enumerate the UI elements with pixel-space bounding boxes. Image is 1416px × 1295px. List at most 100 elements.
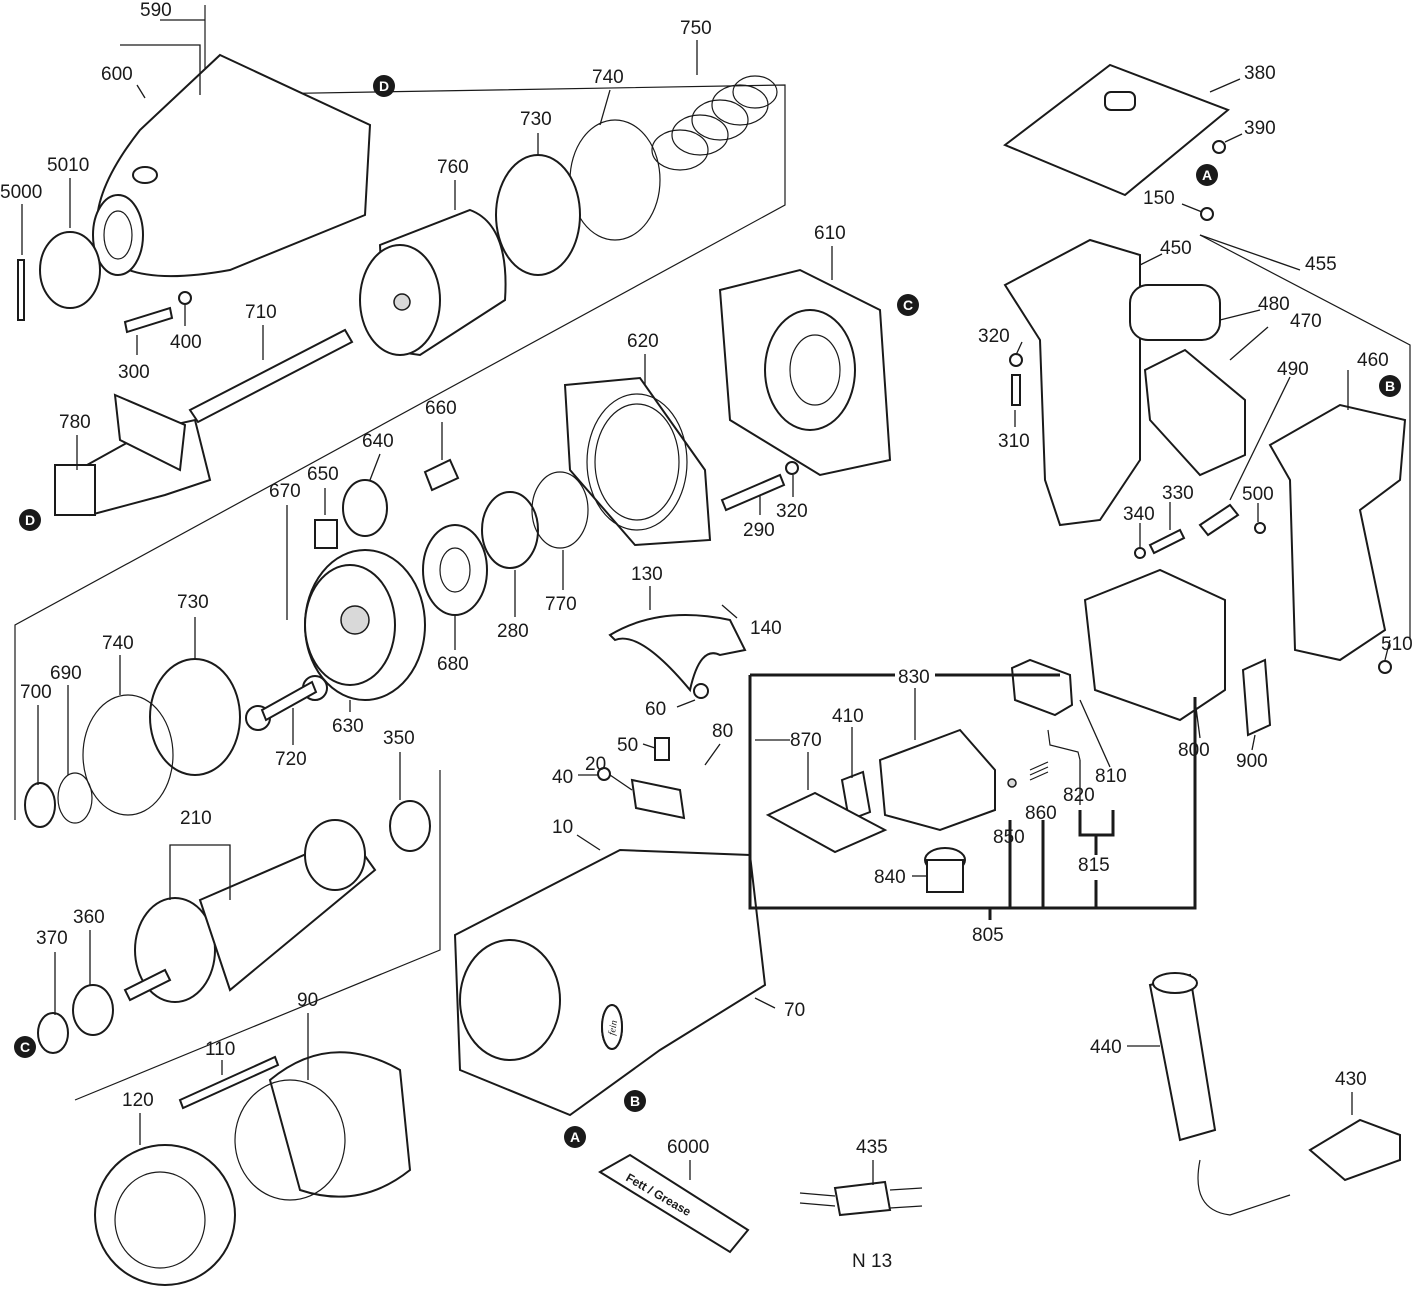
label-850: 850 (993, 827, 1025, 848)
gear-housing-part (92, 53, 372, 278)
screw-330-part (1148, 528, 1186, 555)
electronics-module-part (878, 728, 996, 832)
label-290: 290 (743, 520, 775, 541)
label-150: 150 (1143, 188, 1175, 209)
label-840: 840 (874, 867, 906, 888)
washer-320b-part (1009, 353, 1023, 367)
screw-60-part (693, 683, 709, 699)
marker-d-left: D (19, 509, 41, 531)
label-450: 450 (1160, 238, 1192, 259)
insulating-foil-part (1241, 658, 1272, 737)
handle-half-part (1003, 238, 1141, 527)
label-810: 810 (1095, 766, 1127, 787)
washer-320-part (785, 461, 799, 475)
screw-300-part (123, 306, 174, 334)
label-740-top: 740 (592, 67, 624, 88)
bearing-flange-part (718, 268, 892, 477)
screw-40-part (597, 767, 611, 781)
retaining-ring-740b-part (82, 694, 174, 816)
mains-plug-part (1308, 1118, 1401, 1182)
label-620: 620 (627, 331, 659, 352)
label-780: 780 (59, 412, 91, 433)
washer-400-part (178, 291, 192, 305)
svg-text:C: C (20, 1039, 30, 1055)
ball-bearing-680-part (422, 524, 488, 616)
brush-holder-part (630, 778, 686, 820)
label-120: 120 (122, 1090, 154, 1111)
screw-500-part (1254, 522, 1266, 534)
carbon-brush-part (654, 737, 670, 761)
label-340: 340 (1123, 504, 1155, 525)
planet-carrier-part (304, 549, 426, 701)
label-300: 300 (118, 362, 150, 383)
marker-b-bottom: B (624, 1090, 646, 1112)
label-5000: 5000 (0, 182, 42, 203)
brand-logo: fein (601, 1004, 623, 1050)
leader-lines (21, 19, 1391, 1185)
label-430: 430 (1335, 1069, 1367, 1090)
label-380: 380 (1244, 63, 1276, 84)
label-590: 590 (140, 0, 172, 21)
svg-text:A: A (1202, 167, 1212, 183)
o-ring-770-part (531, 471, 589, 549)
label-630: 630 (332, 716, 364, 737)
screw-510-part (1378, 660, 1392, 674)
label-720: 720 (275, 749, 307, 770)
label-710: 710 (245, 302, 277, 323)
svg-text:D: D (379, 78, 389, 94)
insulating-plate-part (765, 791, 888, 854)
label-650: 650 (307, 464, 339, 485)
label-70: 70 (784, 1000, 805, 1021)
marker-d-top: D (373, 75, 395, 97)
label-820: 820 (1063, 785, 1095, 806)
armature-part (123, 819, 377, 1003)
svg-text:B: B (630, 1093, 640, 1109)
field-coil-part (234, 1051, 412, 1201)
ball-ring-part (57, 772, 93, 824)
retaining-ring-part (569, 119, 661, 241)
bearing-370-part (37, 1012, 69, 1054)
label-670: 670 (269, 481, 301, 502)
label-455: 455 (1305, 254, 1337, 275)
switch-housing-part (1083, 568, 1226, 722)
screw-150-part (1200, 207, 1214, 221)
label-500: 500 (1242, 484, 1274, 505)
o-ring-part (39, 231, 101, 309)
label-490: 490 (1277, 359, 1309, 380)
model-label: N 13 (852, 1251, 892, 1272)
label-460: 460 (1357, 350, 1389, 371)
ring-gear-part (563, 376, 712, 547)
label-870: 870 (790, 730, 822, 751)
label-80: 80 (712, 721, 733, 742)
label-510: 510 (1381, 634, 1413, 655)
label-680: 680 (437, 654, 469, 675)
ball-bearing-360-part (72, 984, 114, 1036)
us-plug-part (799, 1180, 923, 1217)
heat-sink-410-part (840, 770, 872, 822)
label-60: 60 (645, 699, 666, 720)
marker-a-bottom: A (564, 1126, 586, 1148)
label-660: 660 (425, 398, 457, 419)
ball-bearing-350-part (389, 800, 431, 852)
label-320-right: 320 (978, 326, 1010, 347)
shaft-part (188, 328, 354, 424)
mains-cable-part (1197, 1159, 1291, 1216)
cable-sleeve-part (1148, 972, 1217, 1142)
screw-110-part (178, 1055, 280, 1110)
label-40: 40 (552, 767, 573, 788)
label-760: 760 (437, 157, 469, 178)
seal-part (24, 782, 56, 828)
label-730-left: 730 (177, 592, 209, 613)
label-390: 390 (1244, 118, 1276, 139)
washer-340-part (1134, 547, 1146, 559)
label-350: 350 (383, 728, 415, 749)
label-410: 410 (832, 706, 864, 727)
label-440: 440 (1090, 1037, 1122, 1058)
screw-290-part (720, 473, 786, 512)
handle-460-part (1268, 403, 1407, 662)
screw-390-part (1212, 140, 1226, 154)
label-20: 20 (585, 754, 606, 775)
label-320-mid: 320 (776, 501, 808, 522)
